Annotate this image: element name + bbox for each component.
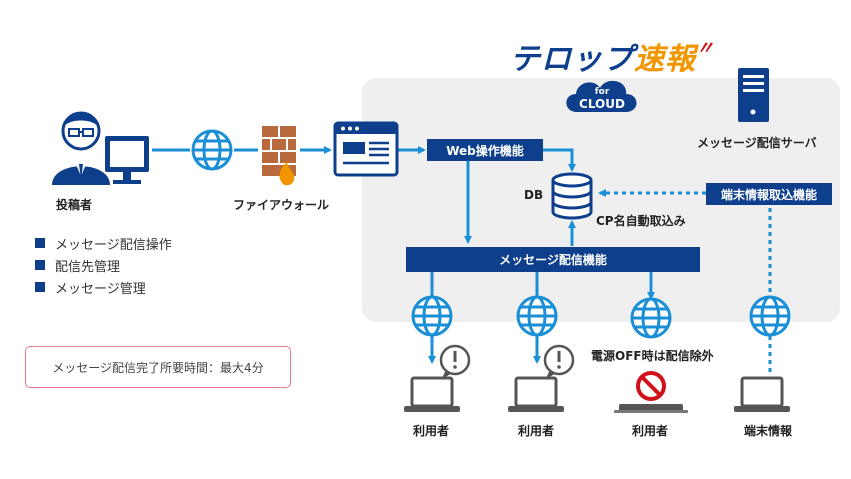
globe-icon-user-1: [411, 295, 453, 337]
db-label: DB: [524, 188, 544, 202]
alert-bubble-icon-1: [439, 344, 471, 380]
browser-window-icon: [333, 121, 399, 177]
power-off-note: 電源OFF時は配信除外: [589, 347, 716, 364]
web-operation-bar: Web操作機能: [427, 139, 543, 161]
prohibited-icon: [636, 371, 666, 401]
user-label-3: 利用者: [632, 424, 669, 438]
cloud-icon: [566, 80, 637, 112]
poster-person-icon: [52, 111, 110, 185]
cp-auto-label: CP名自動取込み: [596, 214, 686, 228]
feature-item-label: メッセージ配信操作: [55, 237, 172, 253]
brand-logo: テロップ速報〃: [510, 34, 715, 78]
database-icon: [551, 172, 593, 220]
globe-icon-user-2: [516, 295, 558, 337]
laptop-icon-terminal: [734, 376, 790, 412]
monitor-icon: [105, 136, 149, 184]
poster-label: 投稿者: [56, 198, 93, 212]
brand-name-main: テロップ: [510, 42, 634, 77]
globe-icon-terminal: [749, 295, 791, 337]
terminal-info-label: 端末情報: [744, 424, 793, 438]
completion-time-note: メッセージ配信完了所要時間：最大4分: [25, 346, 291, 388]
bullet-square-icon: [35, 260, 45, 270]
user-label-1: 利用者: [413, 424, 450, 438]
feature-item: 配信先管理: [35, 254, 172, 276]
alert-bubble-icon-2: [543, 344, 575, 380]
feature-item-label: 配信先管理: [55, 259, 121, 275]
cloud-label-text: CLOUD: [579, 97, 625, 111]
flow-line-web-db: [543, 148, 576, 172]
brand-name-accent: 速報: [634, 42, 696, 77]
server-label: メッセージ配信サーバ: [697, 136, 817, 150]
globe-icon-user-3: [630, 297, 672, 339]
brand-tick-icon: 〃: [696, 38, 715, 59]
closed-laptop-icon: [614, 404, 688, 413]
terminal-import-bar: 端末情報取込機能: [706, 183, 832, 205]
server-icon: [738, 68, 769, 122]
feature-item-label: メッセージ管理: [55, 281, 146, 297]
bullet-square-icon: [35, 238, 45, 248]
bullet-square-icon: [35, 282, 45, 292]
cloud-for-text: for: [594, 87, 610, 97]
laptop-icon-user-1: [404, 376, 460, 412]
feature-item: メッセージ管理: [35, 276, 172, 298]
message-delivery-bar: メッセージ配信機能: [406, 247, 700, 272]
feature-list: メッセージ配信操作 配信先管理 メッセージ管理: [35, 232, 172, 298]
laptop-icon-user-2: [508, 376, 564, 412]
user-label-2: 利用者: [518, 424, 555, 438]
firewall-label: ファイアウォール: [233, 198, 330, 212]
firewall-icon: [262, 126, 296, 186]
globe-icon-flow: [191, 129, 233, 171]
feature-item: メッセージ配信操作: [35, 232, 172, 254]
